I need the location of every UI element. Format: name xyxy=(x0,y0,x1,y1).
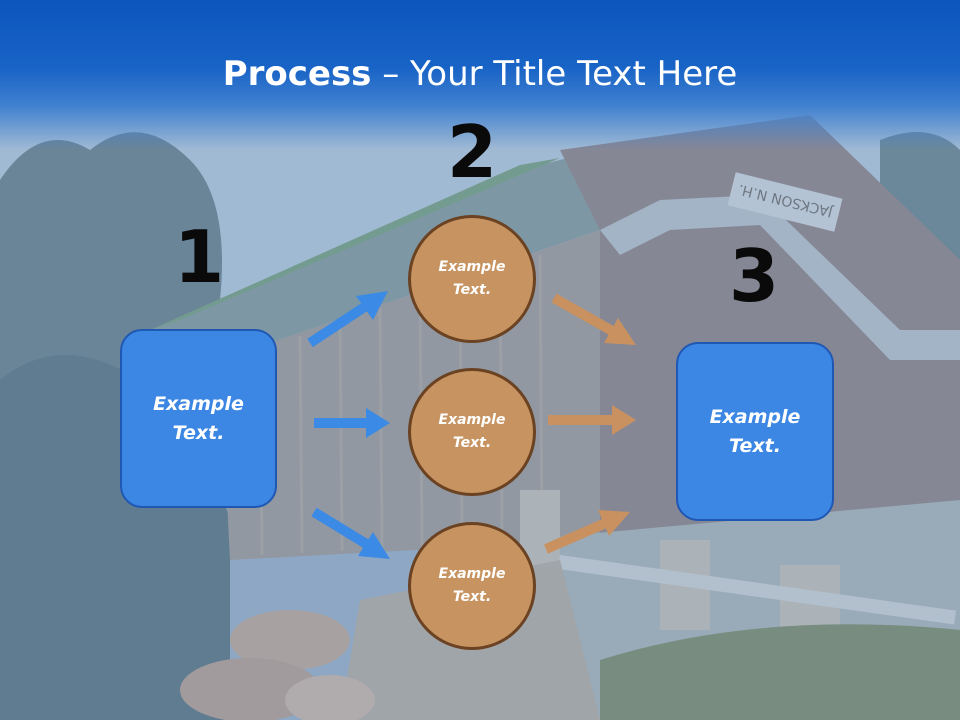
step-2-circle-2[interactable]: Example Text. xyxy=(408,368,536,496)
step-2-circle-1[interactable]: Example Text. xyxy=(408,215,536,343)
step-number-3: 3 xyxy=(728,234,780,318)
arrow-blue-down xyxy=(311,507,390,559)
step-3-box[interactable]: Example Text. xyxy=(676,342,834,521)
step-number-1: 1 xyxy=(173,215,225,299)
header-band xyxy=(0,0,960,150)
step-2-circle-3[interactable]: Example Text. xyxy=(408,522,536,650)
step-2-circle-2-text: Example Text. xyxy=(438,412,506,451)
step-3-text: Example Text. xyxy=(709,405,801,457)
arrow-orange-up xyxy=(544,510,630,554)
step-2-circle-1-text: Example Text. xyxy=(438,259,506,298)
step-1-box[interactable]: Example Text. xyxy=(120,329,277,508)
arrow-orange-right xyxy=(548,405,636,435)
step-number-2: 2 xyxy=(446,110,498,194)
arrow-blue-right xyxy=(314,408,390,438)
arrow-orange-down xyxy=(551,293,636,345)
slide-title: Process – Your Title Text Here xyxy=(0,52,960,96)
title-rest: – Your Title Text Here xyxy=(371,54,738,94)
step-2-circle-3-text: Example Text. xyxy=(438,566,506,605)
arrow-blue-up xyxy=(307,291,388,348)
step-1-text: Example Text. xyxy=(153,392,244,444)
title-bold: Process xyxy=(222,54,372,94)
